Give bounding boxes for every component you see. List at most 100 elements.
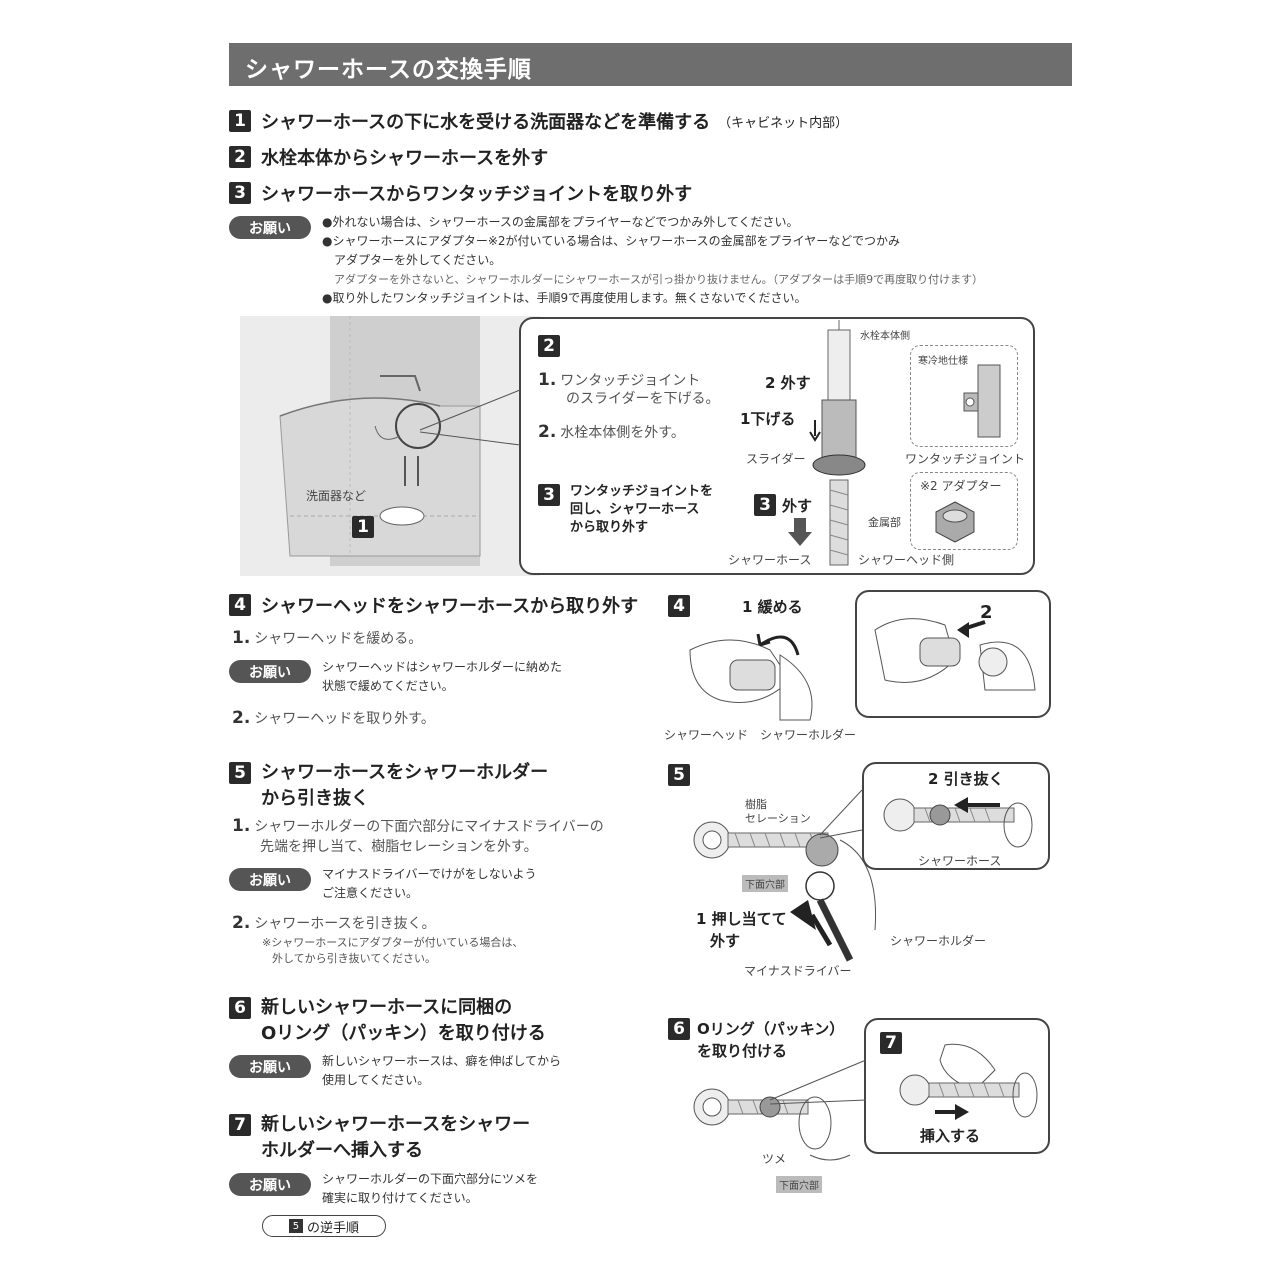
step-text: シャワーホースの下に水を受ける洗面器などを準備する xyxy=(261,112,711,133)
resin-serration-label: 樹脂 セレーション xyxy=(745,798,811,826)
push-remove-label: 1 押し当てて 外す xyxy=(696,908,787,952)
substep-number: 2. xyxy=(232,913,251,933)
text-line: 1 押し当てて xyxy=(696,910,787,928)
note-line: 新しいシャワーホースは、癖を伸ばしてから xyxy=(322,1054,562,1068)
note-line: シャワーヘッドはシャワーホルダーに納めた xyxy=(322,660,563,674)
step5-note: マイナスドライバーでけがをしないよう ご注意ください。 xyxy=(322,865,537,903)
basin-label: 洗面器など xyxy=(306,489,367,503)
cold-spec-box xyxy=(910,345,1018,447)
fig-step-5-marker: 5 xyxy=(668,764,690,786)
fig-step-4-marker: 4 xyxy=(668,595,690,617)
step-4: 4 シャワーヘッドをシャワーホースから取り外す xyxy=(229,592,638,618)
adapter-label: ※2 アダプター xyxy=(920,479,1002,493)
head-side-label: シャワーヘッド側 xyxy=(858,553,955,567)
fig1-substep-1-cont: のスライダーを下げる。 xyxy=(566,391,720,407)
fig1-step3-text: ワンタッチジョイントを 回し、シャワーホース から取り外す xyxy=(570,483,713,537)
step4-substep-1: 1.シャワーヘッドを緩める。 xyxy=(232,628,422,648)
step-text: 新しいシャワーホースをシャワー xyxy=(261,1114,531,1135)
substep-number: 1. xyxy=(232,628,251,648)
note-line: ●外れない場合は、シャワーホースの金属部をプライヤーなどでつかみ外してください。 xyxy=(322,215,799,229)
step5-substep-2-note: ※シャワーホースにアダプターが付いている場合は、 外してから引き抜いてください。 xyxy=(262,935,523,967)
insert-illustration xyxy=(899,1043,1038,1120)
substep-number: 2. xyxy=(538,422,557,442)
top-notes: ●外れない場合は、シャワーホースの金属部をプライヤーなどでつかみ外してください。… xyxy=(322,213,1062,308)
fig-step-6-marker: 6 xyxy=(668,1018,690,1040)
step-text: シャワーホースをシャワーホルダー xyxy=(261,762,549,783)
page-title: シャワーホースの交換手順 xyxy=(229,43,1072,86)
text-line: ワンタッチジョイントを xyxy=(570,484,714,499)
text-line: セレーション xyxy=(745,812,811,825)
remove-2-label: 2 外す xyxy=(765,374,811,392)
substep-text: シャワーホースを引き抜く。 xyxy=(254,916,436,932)
step-text: 水栓本体からシャワーホースを外す xyxy=(261,148,549,169)
hole-label: 下面穴部 xyxy=(742,875,788,892)
callout-connector xyxy=(419,389,521,446)
screwdriver-label: マイナスドライバー xyxy=(744,964,852,978)
oring-attach-label: Oリング（パッキン） を取り付ける xyxy=(697,1018,844,1062)
cold-spec-joint-icon xyxy=(963,364,1001,438)
one-touch-joint-drawing xyxy=(812,320,866,566)
substep-number: 2. xyxy=(232,708,251,728)
arrow-down-icon xyxy=(809,420,821,442)
step6-note: 新しいシャワーホースは、癖を伸ばしてから 使用してください。 xyxy=(322,1052,561,1090)
substep-text: シャワーヘッドを取り外す。 xyxy=(254,711,435,727)
note-line: 外してから引き抜いてください。 xyxy=(272,952,437,965)
pull-off-illustration xyxy=(874,618,1036,691)
callout-connector xyxy=(769,1059,867,1105)
step7-note: シャワーホルダーの下面穴部分にツメを 確実に取り付けてください。 xyxy=(322,1170,538,1208)
step-6: 6 新しいシャワーホースに同梱の Oリング（パッキン）を取り付ける xyxy=(229,995,546,1047)
step-text: から引き抜く xyxy=(261,788,369,809)
step-text: シャワーヘッドをシャワーホースから取り外す xyxy=(261,596,639,617)
fig-step-1-marker: 1 xyxy=(352,516,374,538)
cabinet-illustration xyxy=(240,316,540,576)
arrow-down-icon xyxy=(788,518,812,546)
fig1-substep-1: 1.ワンタッチジョイント xyxy=(538,370,700,390)
step-ref-number: 5 xyxy=(288,1219,303,1233)
pull-out-label: 2 引き抜く xyxy=(928,770,1004,788)
shower-holder-label: シャワーホルダー xyxy=(890,934,987,948)
text-line: 樹脂 xyxy=(745,798,767,811)
substep-number: 1. xyxy=(538,370,557,390)
fig1-substep-2: 2.水栓本体側を外す。 xyxy=(538,422,685,442)
substep-text: ワンタッチジョイント xyxy=(560,373,701,389)
step4-note: シャワーヘッドはシャワーホルダーに納めた 状態で緩めてください。 xyxy=(322,658,562,696)
hose-label: シャワーホース xyxy=(728,553,812,567)
substep-text: 水栓本体側を外す。 xyxy=(560,425,685,441)
step-number: 3 xyxy=(229,182,251,204)
fig-step-3-marker: 3 xyxy=(754,494,776,516)
step-number: 6 xyxy=(229,997,251,1019)
loosen-label: 1 緩める xyxy=(742,598,803,616)
step4-fig-two: 2 xyxy=(980,602,993,623)
request-badge: お願い xyxy=(229,1173,311,1196)
note-line: ●取り外したワンタッチジョイントは、手順9で再度使用します。無くさないでください… xyxy=(322,291,807,305)
note-line: ご注意ください。 xyxy=(322,886,419,900)
step-text: シャワーホースからワンタッチジョイントを取り外す xyxy=(261,184,693,205)
note-line: 使用してください。 xyxy=(322,1073,430,1087)
request-badge: お願い xyxy=(229,1055,311,1078)
step-7: 7 新しいシャワーホースをシャワー ホルダーへ挿入する xyxy=(229,1112,530,1164)
step5-substep-1: 1.シャワーホルダーの下面穴部分にマイナスドライバーの 先端を押し当て、樹脂セレ… xyxy=(232,816,604,857)
step-2: 2 水栓本体からシャワーホースを外す xyxy=(229,144,548,170)
step-3: 3 シャワーホースからワンタッチジョイントを取り外す xyxy=(229,180,692,206)
hose-holder-illustration xyxy=(693,821,877,962)
text-line: 回し、シャワーホース xyxy=(570,502,700,517)
panel-step-3-marker: 3 xyxy=(538,484,560,506)
step-number: 5 xyxy=(229,762,251,784)
faucet-side-label: 水栓本体側 xyxy=(860,331,910,342)
reverse-procedure-tag: 5 の逆手順 xyxy=(262,1215,386,1237)
text-line: 外す xyxy=(710,932,741,950)
text-line: を取り付ける xyxy=(697,1042,788,1060)
adapter-icon xyxy=(935,501,975,543)
step-number: 1 xyxy=(229,110,251,132)
step4-substep-2: 2.シャワーヘッドを取り外す。 xyxy=(232,708,435,728)
step-text: 新しいシャワーホースに同梱の xyxy=(261,997,513,1018)
note-line: 状態で緩めてください。 xyxy=(322,679,454,693)
claw-label: ツメ xyxy=(762,1152,787,1166)
shower-hose-label: シャワーホース xyxy=(918,854,1002,868)
reverse-procedure-text: の逆手順 xyxy=(306,1220,359,1236)
cold-spec-label: 寒冷地仕様 xyxy=(918,356,968,367)
loosen-hand-illustration xyxy=(689,633,813,721)
step5-substep-2: 2.シャワーホースを引き抜く。 xyxy=(232,913,436,933)
substep-text: シャワーヘッドを緩める。 xyxy=(254,631,423,647)
note-line: 確実に取り付けてください。 xyxy=(322,1191,478,1205)
